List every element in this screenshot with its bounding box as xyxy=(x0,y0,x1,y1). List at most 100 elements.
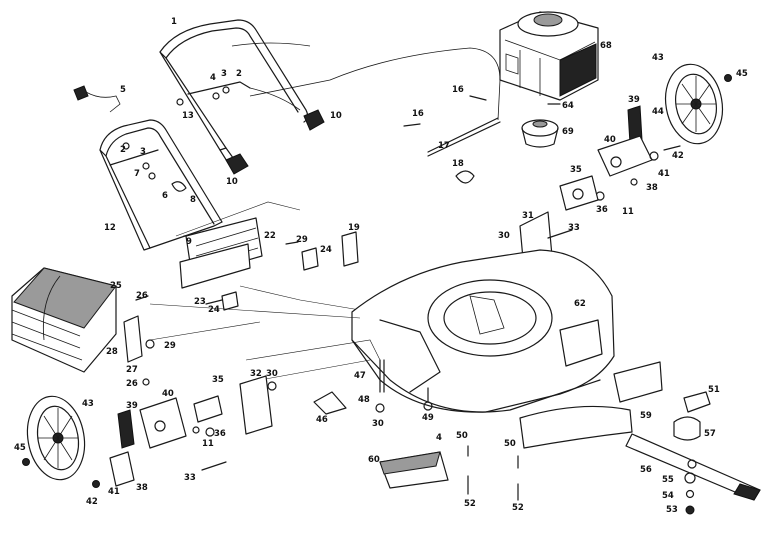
grass-catcher-bag xyxy=(11,267,117,373)
handle-hardware xyxy=(122,86,230,237)
callout-3: 3 xyxy=(221,69,227,79)
baffle-bolt xyxy=(205,299,223,305)
upper-handle xyxy=(159,19,309,167)
rear-left-wheel xyxy=(22,395,100,488)
callout-38: 38 xyxy=(646,183,658,193)
callout-54: 54 xyxy=(662,491,674,501)
deflector-shield xyxy=(313,391,347,415)
callout-2: 2 xyxy=(120,145,126,155)
callout-33: 33 xyxy=(568,223,580,233)
callout-68: 68 xyxy=(600,41,612,51)
callout-44: 44 xyxy=(652,107,664,117)
mower-deck xyxy=(351,249,615,413)
callout-2: 2 xyxy=(236,69,242,79)
bag-bolt xyxy=(135,295,149,301)
callout-10: 10 xyxy=(330,111,342,121)
bag-frame-bracket xyxy=(123,315,143,363)
cable-bolt-top xyxy=(469,95,487,101)
callout-11: 11 xyxy=(622,207,634,217)
spring-bolt xyxy=(285,241,299,245)
callout-7: 7 xyxy=(134,169,140,179)
callout-30: 30 xyxy=(266,369,278,379)
callout-60: 60 xyxy=(368,455,380,465)
cable-bolt-left xyxy=(403,123,421,127)
callout-57: 57 xyxy=(704,429,716,439)
handle-knob-lower xyxy=(225,153,249,175)
callout-labels: 1 2 3 4 5 2 3 7 6 8 9 10 10 12 13 16 16 … xyxy=(14,17,748,515)
assembly-leader-baffle xyxy=(175,201,361,311)
callout-62: 62 xyxy=(574,299,586,309)
deck-plug-top xyxy=(379,451,441,475)
callout-12: 12 xyxy=(104,223,116,233)
callout-33: 33 xyxy=(184,473,196,483)
callout-8: 8 xyxy=(190,195,196,205)
callout-39: 39 xyxy=(628,95,640,105)
callout-3: 3 xyxy=(140,147,146,157)
blade-adapter-lower xyxy=(673,416,701,441)
callout-51: 51 xyxy=(708,385,720,395)
hinge-plate xyxy=(341,231,359,267)
callout-36: 36 xyxy=(214,429,226,439)
callout-30: 30 xyxy=(498,231,510,241)
blade-holder xyxy=(683,391,711,413)
callout-22: 22 xyxy=(264,231,276,241)
callout-52: 52 xyxy=(464,499,476,509)
callout-53: 53 xyxy=(666,505,678,515)
rear-baffle xyxy=(179,217,263,289)
cable-clip xyxy=(73,85,121,113)
callout-29: 29 xyxy=(164,341,176,351)
callout-4: 4 xyxy=(210,73,216,83)
callout-56: 56 xyxy=(640,465,652,475)
callout-16: 16 xyxy=(412,109,424,119)
callout-1: 1 xyxy=(171,17,177,27)
callout-24: 24 xyxy=(320,245,332,255)
bag-bracket-pivot xyxy=(145,339,155,349)
callout-26: 26 xyxy=(136,291,148,301)
callout-41: 41 xyxy=(658,169,670,179)
callout-40: 40 xyxy=(604,135,616,145)
callout-27: 27 xyxy=(126,365,138,375)
callout-48: 48 xyxy=(358,395,370,405)
deck-skirt xyxy=(519,361,663,449)
callout-29: 29 xyxy=(296,235,308,245)
engine xyxy=(499,11,599,101)
callout-36: 36 xyxy=(596,205,608,215)
callout-16: 16 xyxy=(452,85,464,95)
callout-30: 30 xyxy=(372,419,384,429)
mower-blade xyxy=(625,433,761,501)
callout-28: 28 xyxy=(106,347,118,357)
rear-right-wheel xyxy=(664,63,732,145)
callout-18: 18 xyxy=(452,159,464,169)
cable-lead xyxy=(231,42,311,47)
left-height-adjuster xyxy=(109,395,227,487)
callout-52: 52 xyxy=(512,503,524,513)
callout-19: 19 xyxy=(348,223,360,233)
control-rod xyxy=(427,117,501,157)
callout-11: 11 xyxy=(202,439,214,449)
callout-50: 50 xyxy=(456,431,468,441)
callout-45: 45 xyxy=(736,69,748,79)
hinge-bracket xyxy=(301,247,319,271)
callout-42: 42 xyxy=(672,151,684,161)
callout-25: 25 xyxy=(110,281,122,291)
callout-45: 45 xyxy=(14,443,26,453)
handle-knob-upper xyxy=(303,109,325,131)
bracket-nut-left xyxy=(267,381,277,391)
blade-adapter xyxy=(521,119,559,148)
callout-6: 6 xyxy=(162,191,168,201)
blade-washer xyxy=(684,472,696,484)
callout-42: 42 xyxy=(86,497,98,507)
blade-bolt xyxy=(685,505,695,515)
callout-38: 38 xyxy=(136,483,148,493)
callout-26: 26 xyxy=(126,379,138,389)
callout-40: 40 xyxy=(162,389,174,399)
callout-64: 64 xyxy=(562,101,574,111)
deck-hardware xyxy=(375,359,433,413)
callout-32: 32 xyxy=(250,369,262,379)
callout-23: 23 xyxy=(194,297,206,307)
callout-4: 4 xyxy=(436,433,442,443)
callout-43: 43 xyxy=(82,399,94,409)
control-cable xyxy=(249,47,501,121)
callout-5: 5 xyxy=(120,85,126,95)
